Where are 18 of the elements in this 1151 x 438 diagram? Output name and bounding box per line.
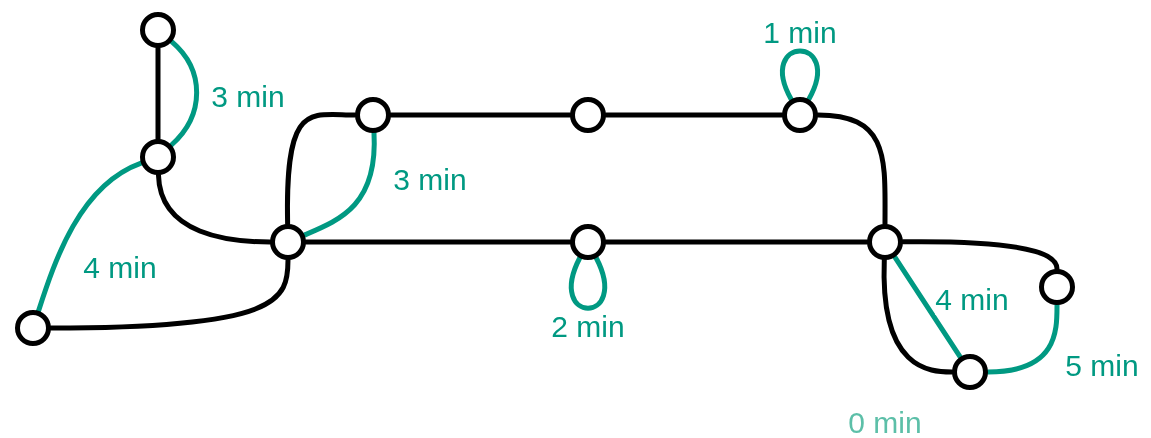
station-circle bbox=[952, 354, 988, 390]
station-circle bbox=[1039, 269, 1075, 305]
station-circle bbox=[15, 310, 51, 346]
station-circle bbox=[355, 97, 391, 133]
connector-line bbox=[892, 254, 963, 360]
station-circle bbox=[867, 224, 903, 260]
station-circle bbox=[140, 139, 176, 175]
edge-label: 4 min bbox=[935, 285, 1009, 315]
station-circle bbox=[570, 97, 606, 133]
loop-line bbox=[779, 48, 821, 102]
station-circle bbox=[782, 97, 818, 133]
station-circle bbox=[140, 12, 176, 48]
note-label: 0 min bbox=[848, 408, 922, 438]
loop-line bbox=[568, 255, 608, 311]
station-circle bbox=[270, 224, 306, 260]
station-circle bbox=[570, 224, 606, 260]
connector-line bbox=[36, 160, 144, 314]
connector-line bbox=[168, 39, 200, 148]
